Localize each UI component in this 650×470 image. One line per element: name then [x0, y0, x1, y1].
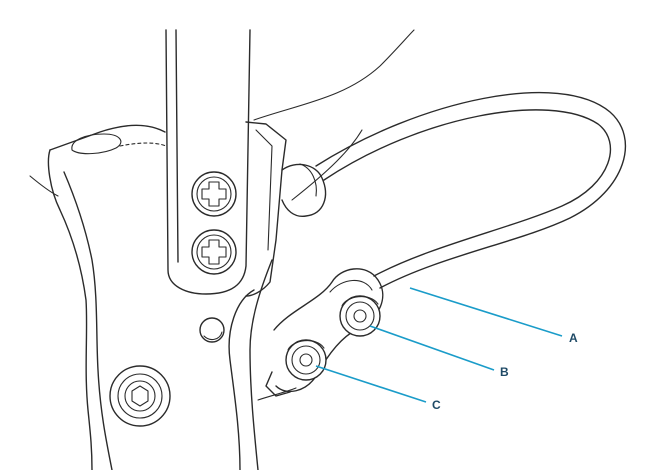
callout-leader-c: [315, 365, 427, 403]
callout-leader-b: [369, 325, 495, 371]
pivot-hole: [199, 317, 225, 343]
upper-phillips-screw: [191, 171, 237, 217]
glove-outline: [29, 29, 415, 201]
lower-phillips-screw: [191, 229, 237, 275]
hex-bolt: [109, 365, 171, 427]
lower-barrel-nut: [285, 339, 327, 381]
callout-leader-a: [409, 287, 563, 337]
lever-body: [47, 124, 273, 470]
brake-cable: [315, 91, 626, 289]
lever-blade: [165, 29, 327, 297]
callout-label-a: A: [569, 331, 578, 345]
callout-label-b: B: [500, 365, 509, 379]
callout-label-c: C: [432, 398, 441, 412]
upper-barrel-nut: [339, 295, 381, 337]
